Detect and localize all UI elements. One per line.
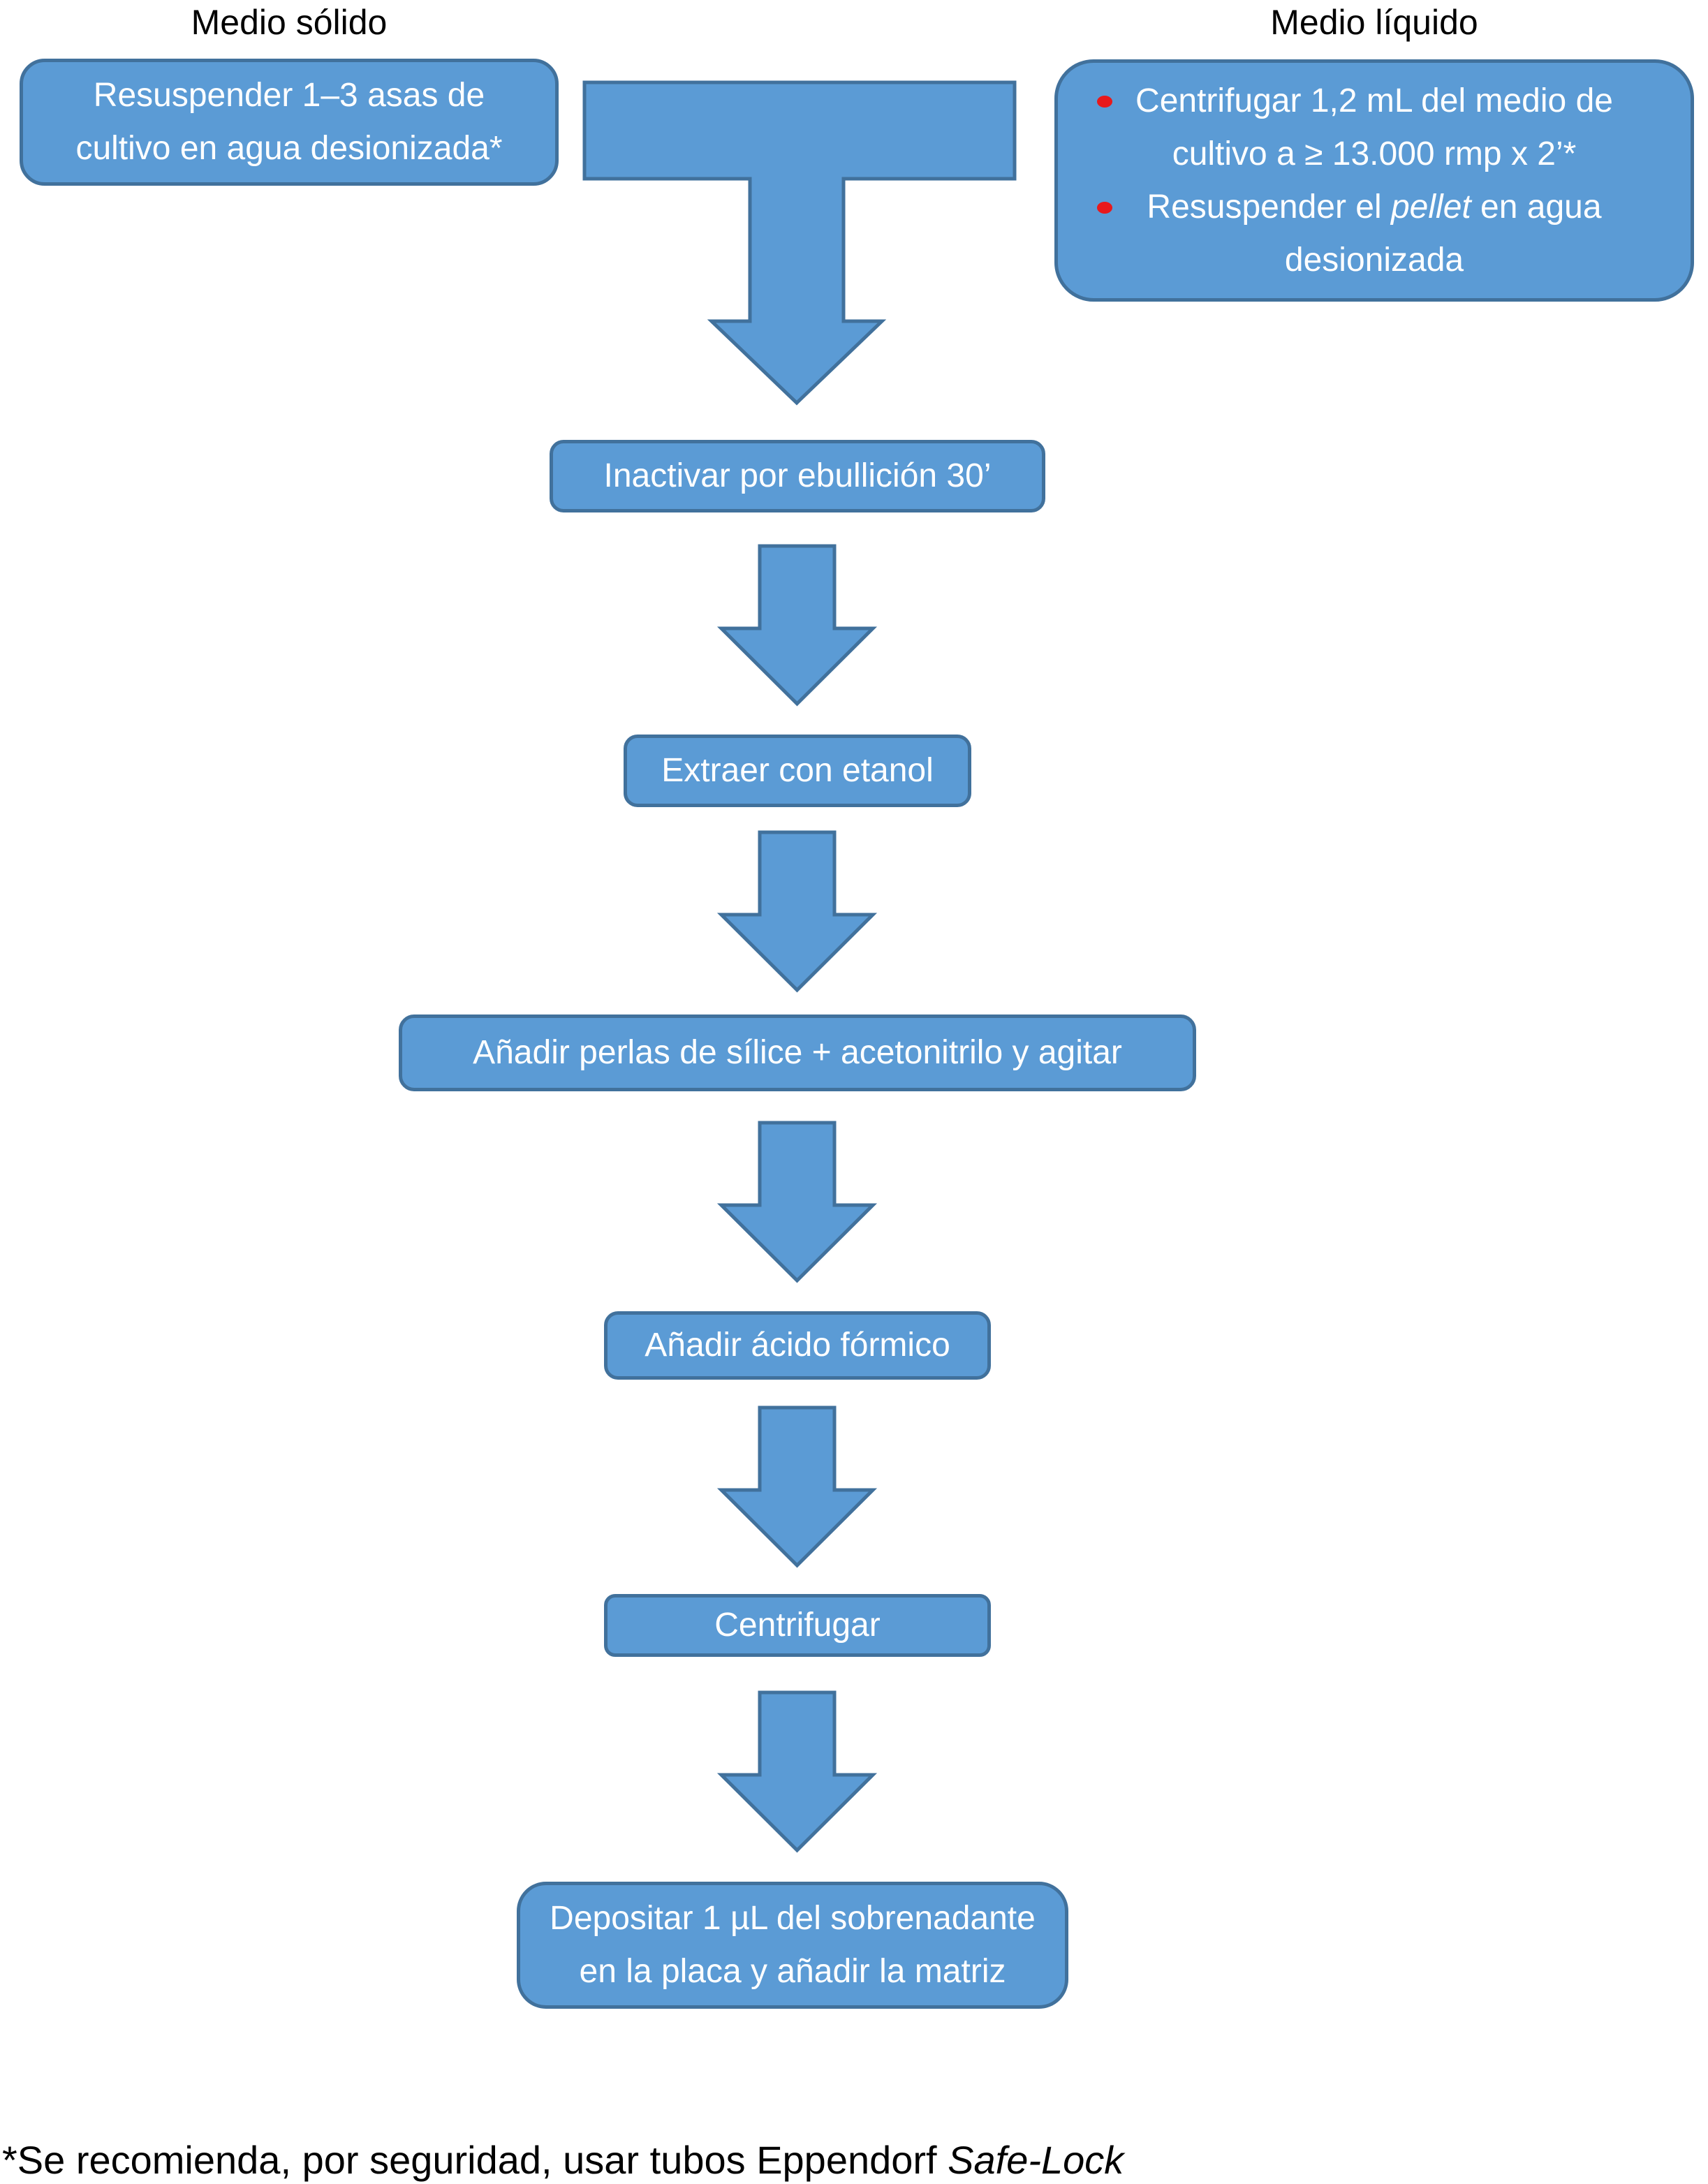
solid-medium-title: Medio sólido [191, 3, 388, 42]
step-inactivar-box: Inactivar por ebullición 30’ [550, 440, 1045, 512]
step-acido-label: Añadir ácido fórmico [645, 1327, 950, 1364]
footnote: *Se recomienda, por seguridad, usar tubo… [2, 2138, 1124, 2183]
red-bullet-icon [1097, 95, 1112, 108]
step-perlas-label: Añadir perlas de sílice + acetonitrilo y… [473, 1034, 1122, 1071]
bullet2-italic: pellet [1390, 188, 1471, 226]
step-depositar-line2: en la placa y añadir la matriz [579, 1953, 1006, 1990]
step-inactivar-label: Inactivar por ebullición 30’ [603, 457, 992, 494]
bullet2-pre: Resuspender el [1147, 188, 1391, 226]
liquid-medium-box: Centrifugar 1,2 mL del medio de cultivo … [1054, 59, 1694, 302]
liquid-bullet-item-1: Centrifugar 1,2 mL del medio de cultivo … [1058, 75, 1691, 181]
step-extraer-label: Extraer con etanol [661, 752, 934, 789]
liquid-bullet2-line1: Resuspender el pellet en agua [1058, 181, 1691, 234]
liquid-bullet1-line2: cultivo a ≥ 13.000 rmp x 2’* [1172, 135, 1577, 172]
footnote-text: *Se recomienda, por seguridad, usar tubo… [2, 2138, 948, 2182]
solid-medium-line2: cultivo en agua desionizada* [75, 130, 503, 167]
liquid-medium-title: Medio líquido [1270, 3, 1478, 42]
step-centrifugar-box: Centrifugar [604, 1594, 991, 1657]
liquid-bullet-item-2: Resuspender el pellet en agua desionizad… [1058, 181, 1691, 287]
step-perlas-box: Añadir perlas de sílice + acetonitrilo y… [399, 1014, 1196, 1091]
funnel-arrow-icon [582, 80, 1017, 406]
step-extraer-box: Extraer con etanol [624, 735, 971, 807]
step-depositar-box: Depositar 1 µL del sobrenadante en la pl… [517, 1882, 1068, 2009]
step-acido-box: Añadir ácido fórmico [604, 1311, 991, 1380]
solid-medium-line1: Resuspender 1–3 asas de [93, 77, 485, 114]
step-centrifugar-label: Centrifugar [714, 1607, 881, 1644]
down-arrow-icon [716, 1121, 878, 1283]
down-arrow-icon [716, 1405, 878, 1568]
footnote-italic: Safe-Lock [948, 2138, 1124, 2182]
down-arrow-icon [716, 544, 878, 707]
down-arrow-icon [716, 1690, 878, 1853]
step-depositar-line1: Depositar 1 µL del sobrenadante [550, 1900, 1036, 1937]
solid-medium-box: Resuspender 1–3 asas de cultivo en agua … [20, 59, 559, 186]
red-bullet-icon [1097, 201, 1112, 214]
bullet2-post: en agua [1471, 188, 1602, 226]
liquid-bullet2-line2: desionizada [1284, 241, 1464, 279]
down-arrow-icon [716, 830, 878, 993]
liquid-bullet1-line1: Centrifugar 1,2 mL del medio de [1135, 82, 1613, 119]
